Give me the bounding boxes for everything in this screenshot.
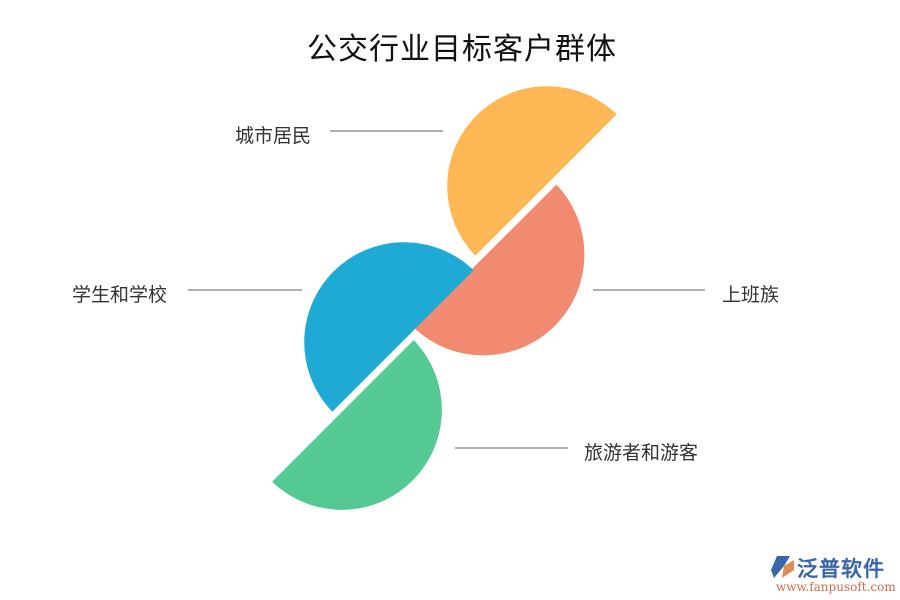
segment-tourists-overlay [272, 340, 442, 510]
label-urban: 城市居民 [235, 125, 312, 147]
logo-url: www.fanpusoft.com [776, 580, 896, 594]
fanpu-logo-icon [771, 556, 794, 578]
chart-title: 公交行业目标客户群体 [307, 32, 617, 67]
watermark-logo: 泛普软件 www.fanpusoft.com [770, 552, 896, 597]
label-students: 学生和学校 [72, 284, 168, 306]
label-commuters: 上班族 [722, 284, 780, 306]
segment-urban[interactable] [447, 86, 617, 256]
segment-students[interactable] [304, 242, 474, 412]
segment-commuters[interactable] [413, 184, 585, 356]
logo-name: 泛普软件 [797, 557, 885, 581]
label-tourists: 旅游者和游客 [584, 442, 699, 464]
